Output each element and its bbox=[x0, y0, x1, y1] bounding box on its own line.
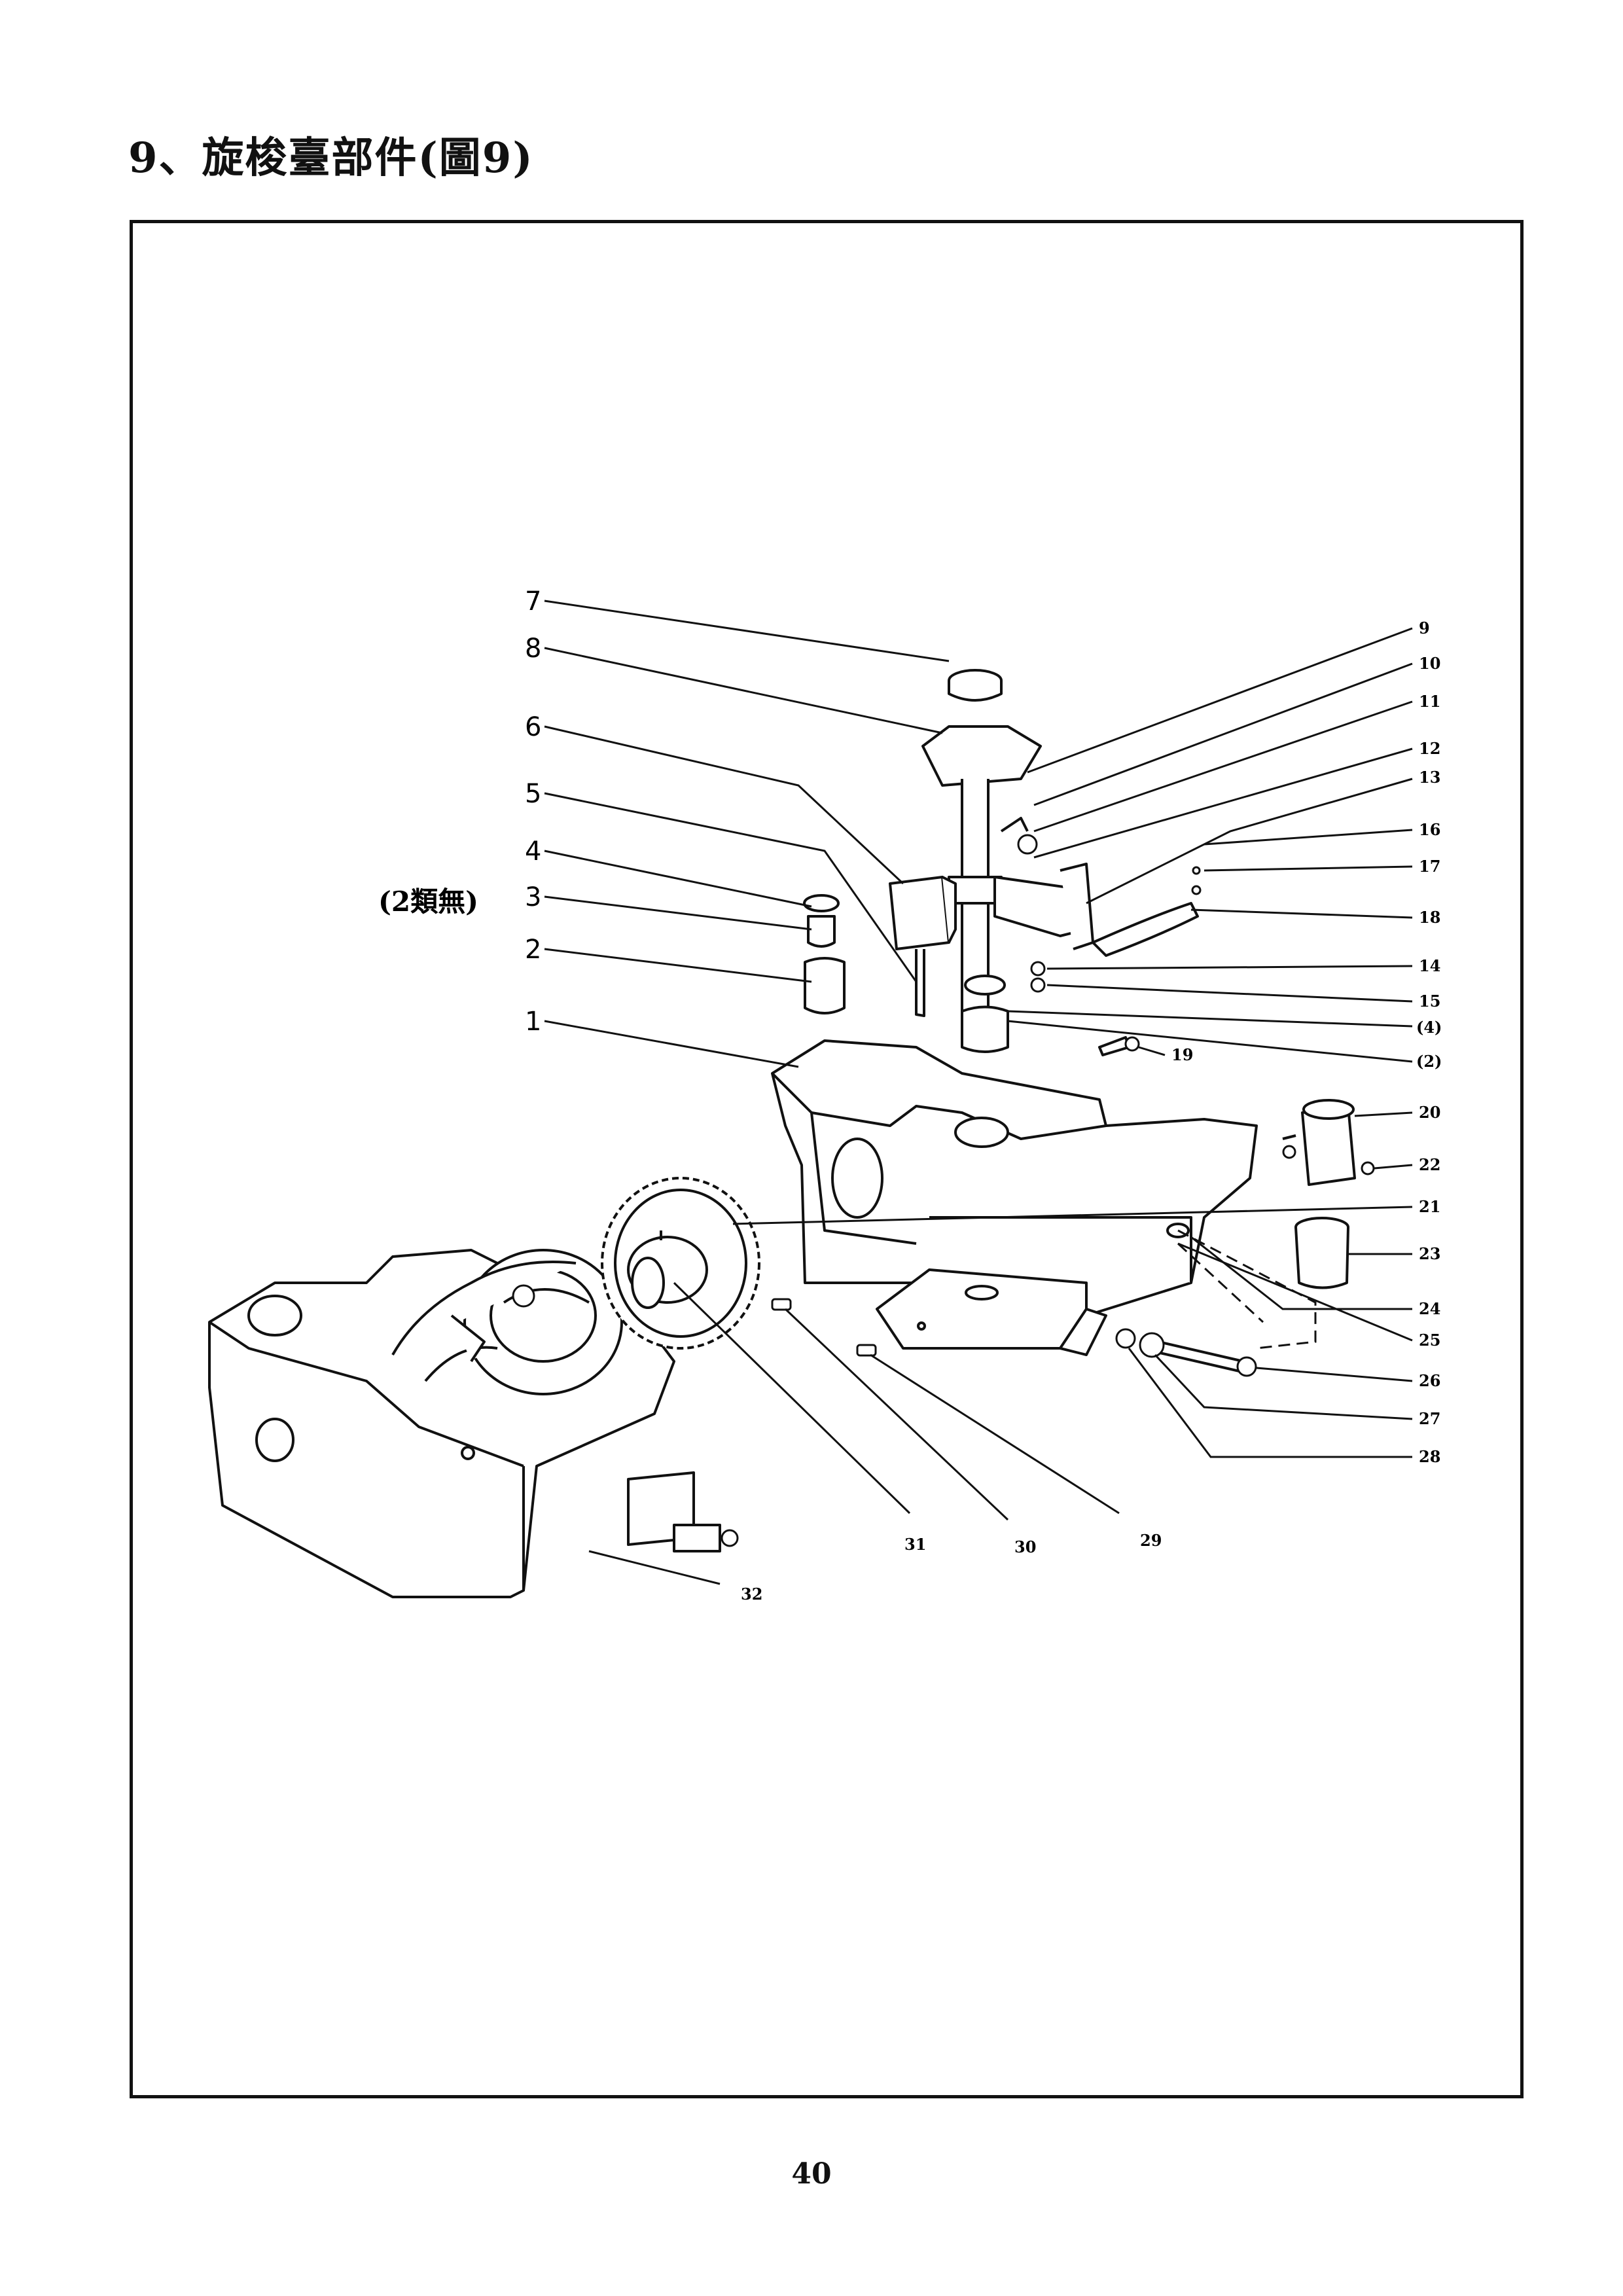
label-9: 9 bbox=[1419, 619, 1430, 637]
diagram-frame bbox=[130, 220, 1524, 2098]
label-32: 32 bbox=[741, 1585, 762, 1604]
label-19: 19 bbox=[1171, 1045, 1193, 1064]
label-24: 24 bbox=[1419, 1299, 1440, 1318]
label-15: 15 bbox=[1419, 992, 1440, 1011]
leader-lines bbox=[544, 600, 1413, 1585]
label-26: 26 bbox=[1419, 1371, 1440, 1390]
label-17: 17 bbox=[1419, 857, 1440, 876]
note-class-2: (2類無) bbox=[378, 886, 478, 918]
page-number: 40 bbox=[791, 2157, 832, 2191]
bushing-23 bbox=[1294, 1217, 1349, 1289]
label-10: 10 bbox=[1419, 654, 1440, 673]
label-31: 31 bbox=[904, 1535, 926, 1554]
label-14: 14 bbox=[1419, 956, 1440, 975]
label-paren-2: (2) bbox=[1416, 1052, 1442, 1071]
dashed-guide-1 bbox=[1177, 1229, 1317, 1350]
label-27: 27 bbox=[1419, 1409, 1440, 1428]
label-29: 29 bbox=[1140, 1531, 1162, 1550]
label-21: 21 bbox=[1419, 1197, 1440, 1216]
cam-block-and-pin bbox=[889, 876, 957, 1017]
label-2: 2 bbox=[525, 935, 541, 965]
lever-18 bbox=[1092, 866, 1202, 957]
base-plate bbox=[876, 1268, 1107, 1356]
label-23: 23 bbox=[1419, 1244, 1440, 1263]
label-30: 30 bbox=[1014, 1537, 1036, 1556]
label-16: 16 bbox=[1419, 820, 1440, 839]
pinion-20 bbox=[1282, 1099, 1375, 1186]
page-title: 9、旋梭臺部件(圖9) bbox=[128, 134, 534, 183]
label-3: 3 bbox=[525, 882, 541, 912]
label-18: 18 bbox=[1419, 908, 1440, 927]
part-labels: 7 8 6 5 4 3 2 1 (2類無) 9 10 11 12 13 16 1… bbox=[378, 586, 1442, 1604]
label-paren-4: (4) bbox=[1416, 1018, 1442, 1037]
label-1: 1 bbox=[525, 1007, 541, 1037]
label-6: 6 bbox=[525, 712, 541, 742]
dashed-guide-2 bbox=[1177, 1242, 1264, 1323]
label-13: 13 bbox=[1419, 768, 1440, 787]
rotary-hook-assembly bbox=[391, 1249, 623, 1395]
small-bushing-parts bbox=[803, 894, 846, 1014]
label-22: 22 bbox=[1419, 1155, 1440, 1174]
label-8: 7 bbox=[525, 586, 541, 617]
vertical-shaft-assembly bbox=[921, 669, 1094, 1022]
screw-19 bbox=[1098, 1036, 1140, 1056]
label-5: 5 bbox=[525, 779, 541, 809]
hook-base-block bbox=[771, 1039, 1258, 1317]
label-11: 11 bbox=[1419, 692, 1440, 711]
screw-assembly-26 bbox=[1115, 1328, 1257, 1377]
label-28: 28 bbox=[1419, 1447, 1440, 1466]
label-4: 4 bbox=[525, 836, 541, 867]
small-springs bbox=[771, 1298, 877, 1357]
label-25: 25 bbox=[1419, 1331, 1440, 1350]
shaft-bushings bbox=[961, 961, 1046, 1053]
label-12: 12 bbox=[1419, 739, 1440, 758]
label-7: 8 bbox=[525, 634, 541, 664]
large-gear bbox=[601, 1177, 760, 1350]
label-20: 20 bbox=[1419, 1103, 1440, 1122]
